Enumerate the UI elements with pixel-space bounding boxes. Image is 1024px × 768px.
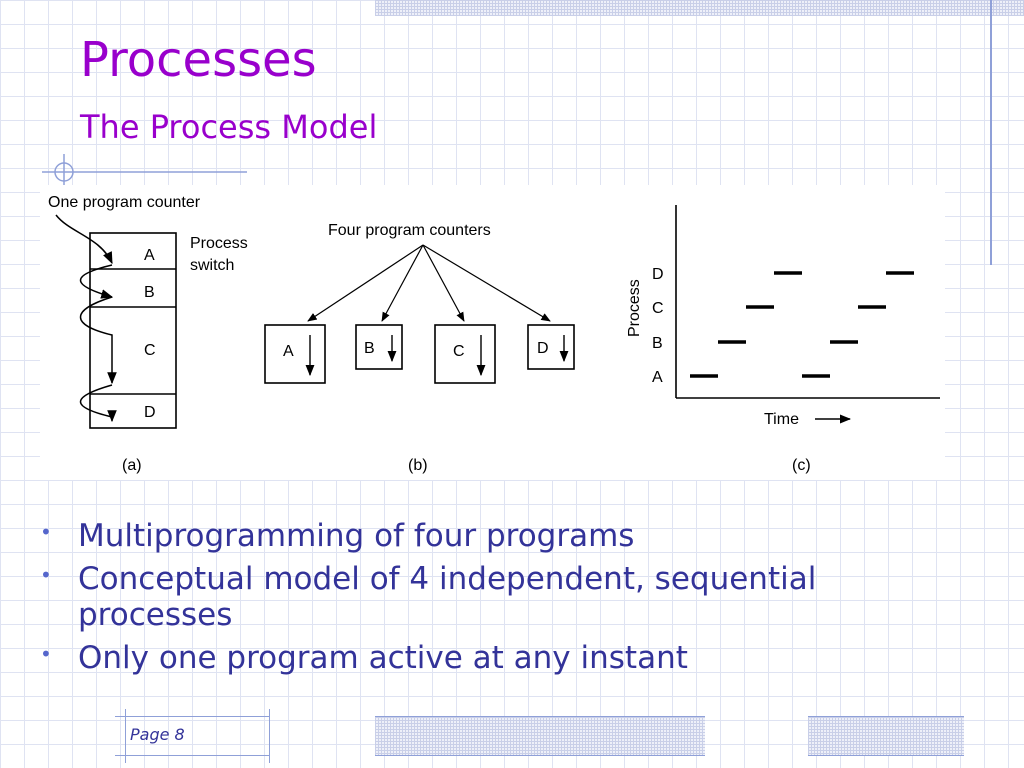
bullet-list: • Multiprogramming of four programs • Conc… [40,518,940,682]
bullet-dot-icon: • [40,520,52,544]
switch-curve-3 [79,384,117,423]
crosshair-ornament [42,154,247,190]
figure-svg: One program counter A B C D Process swit… [48,194,940,474]
panel-c: Process Time A B C D (c) [626,205,940,474]
header-band [375,0,1024,16]
counter-box-label-a: A [283,343,294,360]
footer-box-right [808,716,964,756]
bullet-dot-icon: • [40,641,52,666]
counter-box-d [527,324,575,370]
timeline-segments [690,271,914,378]
bullet-dot-icon: • [40,562,52,587]
block-label-b: B [144,284,155,301]
bullet-text: Only one program active at any instant [78,639,688,676]
slide-title: Processes [80,32,317,88]
bullet-item: • Multiprogramming of four programs [40,518,940,555]
panel-a: One program counter A B C D Process swit… [48,194,248,474]
y-axis-label: Process [626,279,643,337]
panel-b: Four program counters A B C D (b) [264,222,575,474]
right-rule [990,0,992,265]
switch-label-line1: Process [190,235,248,252]
footer-box-middle [375,716,705,756]
switch-curve-1 [79,264,114,299]
one-counter-label: One program counter [48,194,201,211]
counter-box-label-b: B [364,340,375,357]
process-tick-d: D [652,266,664,283]
switch-label-line2: switch [190,257,234,274]
counter-box-label-c: C [453,343,465,360]
process-tick-c: C [652,300,664,317]
page-number: Page 8 [130,725,185,744]
block-label-c: C [144,342,156,359]
block-frame [89,232,177,429]
caption-c: (c) [792,457,811,474]
bullet-item: • Only one program active at any instant [40,640,940,677]
counter-box-a [264,324,326,384]
block-label-a: A [144,247,155,264]
process-tick-b: B [652,335,663,352]
x-axis-label: Time [764,411,799,428]
bullet-item: • Conceptual model of 4 independent, sequ… [40,561,940,634]
bullet-text: Multiprogramming of four programs [78,518,635,554]
counter-box-label-d: D [537,340,549,357]
bullet-text: Conceptual model of 4 independent, seque… [78,560,817,634]
counter-box-c [434,324,496,384]
footer-page-box: Page 8 [115,709,270,763]
process-tick-a: A [652,369,663,386]
caption-a: (a) [122,457,142,474]
slide-subtitle: The Process Model [80,108,378,146]
process-model-figure: One program counter A B C D Process swit… [40,185,945,480]
caption-b: (b) [408,457,428,474]
counter-flow-curve [55,214,113,265]
four-counters-label: Four program counters [328,222,491,239]
block-label-d: D [144,404,156,421]
switch-curve-2 [80,296,117,385]
counter-box-b [355,324,403,370]
